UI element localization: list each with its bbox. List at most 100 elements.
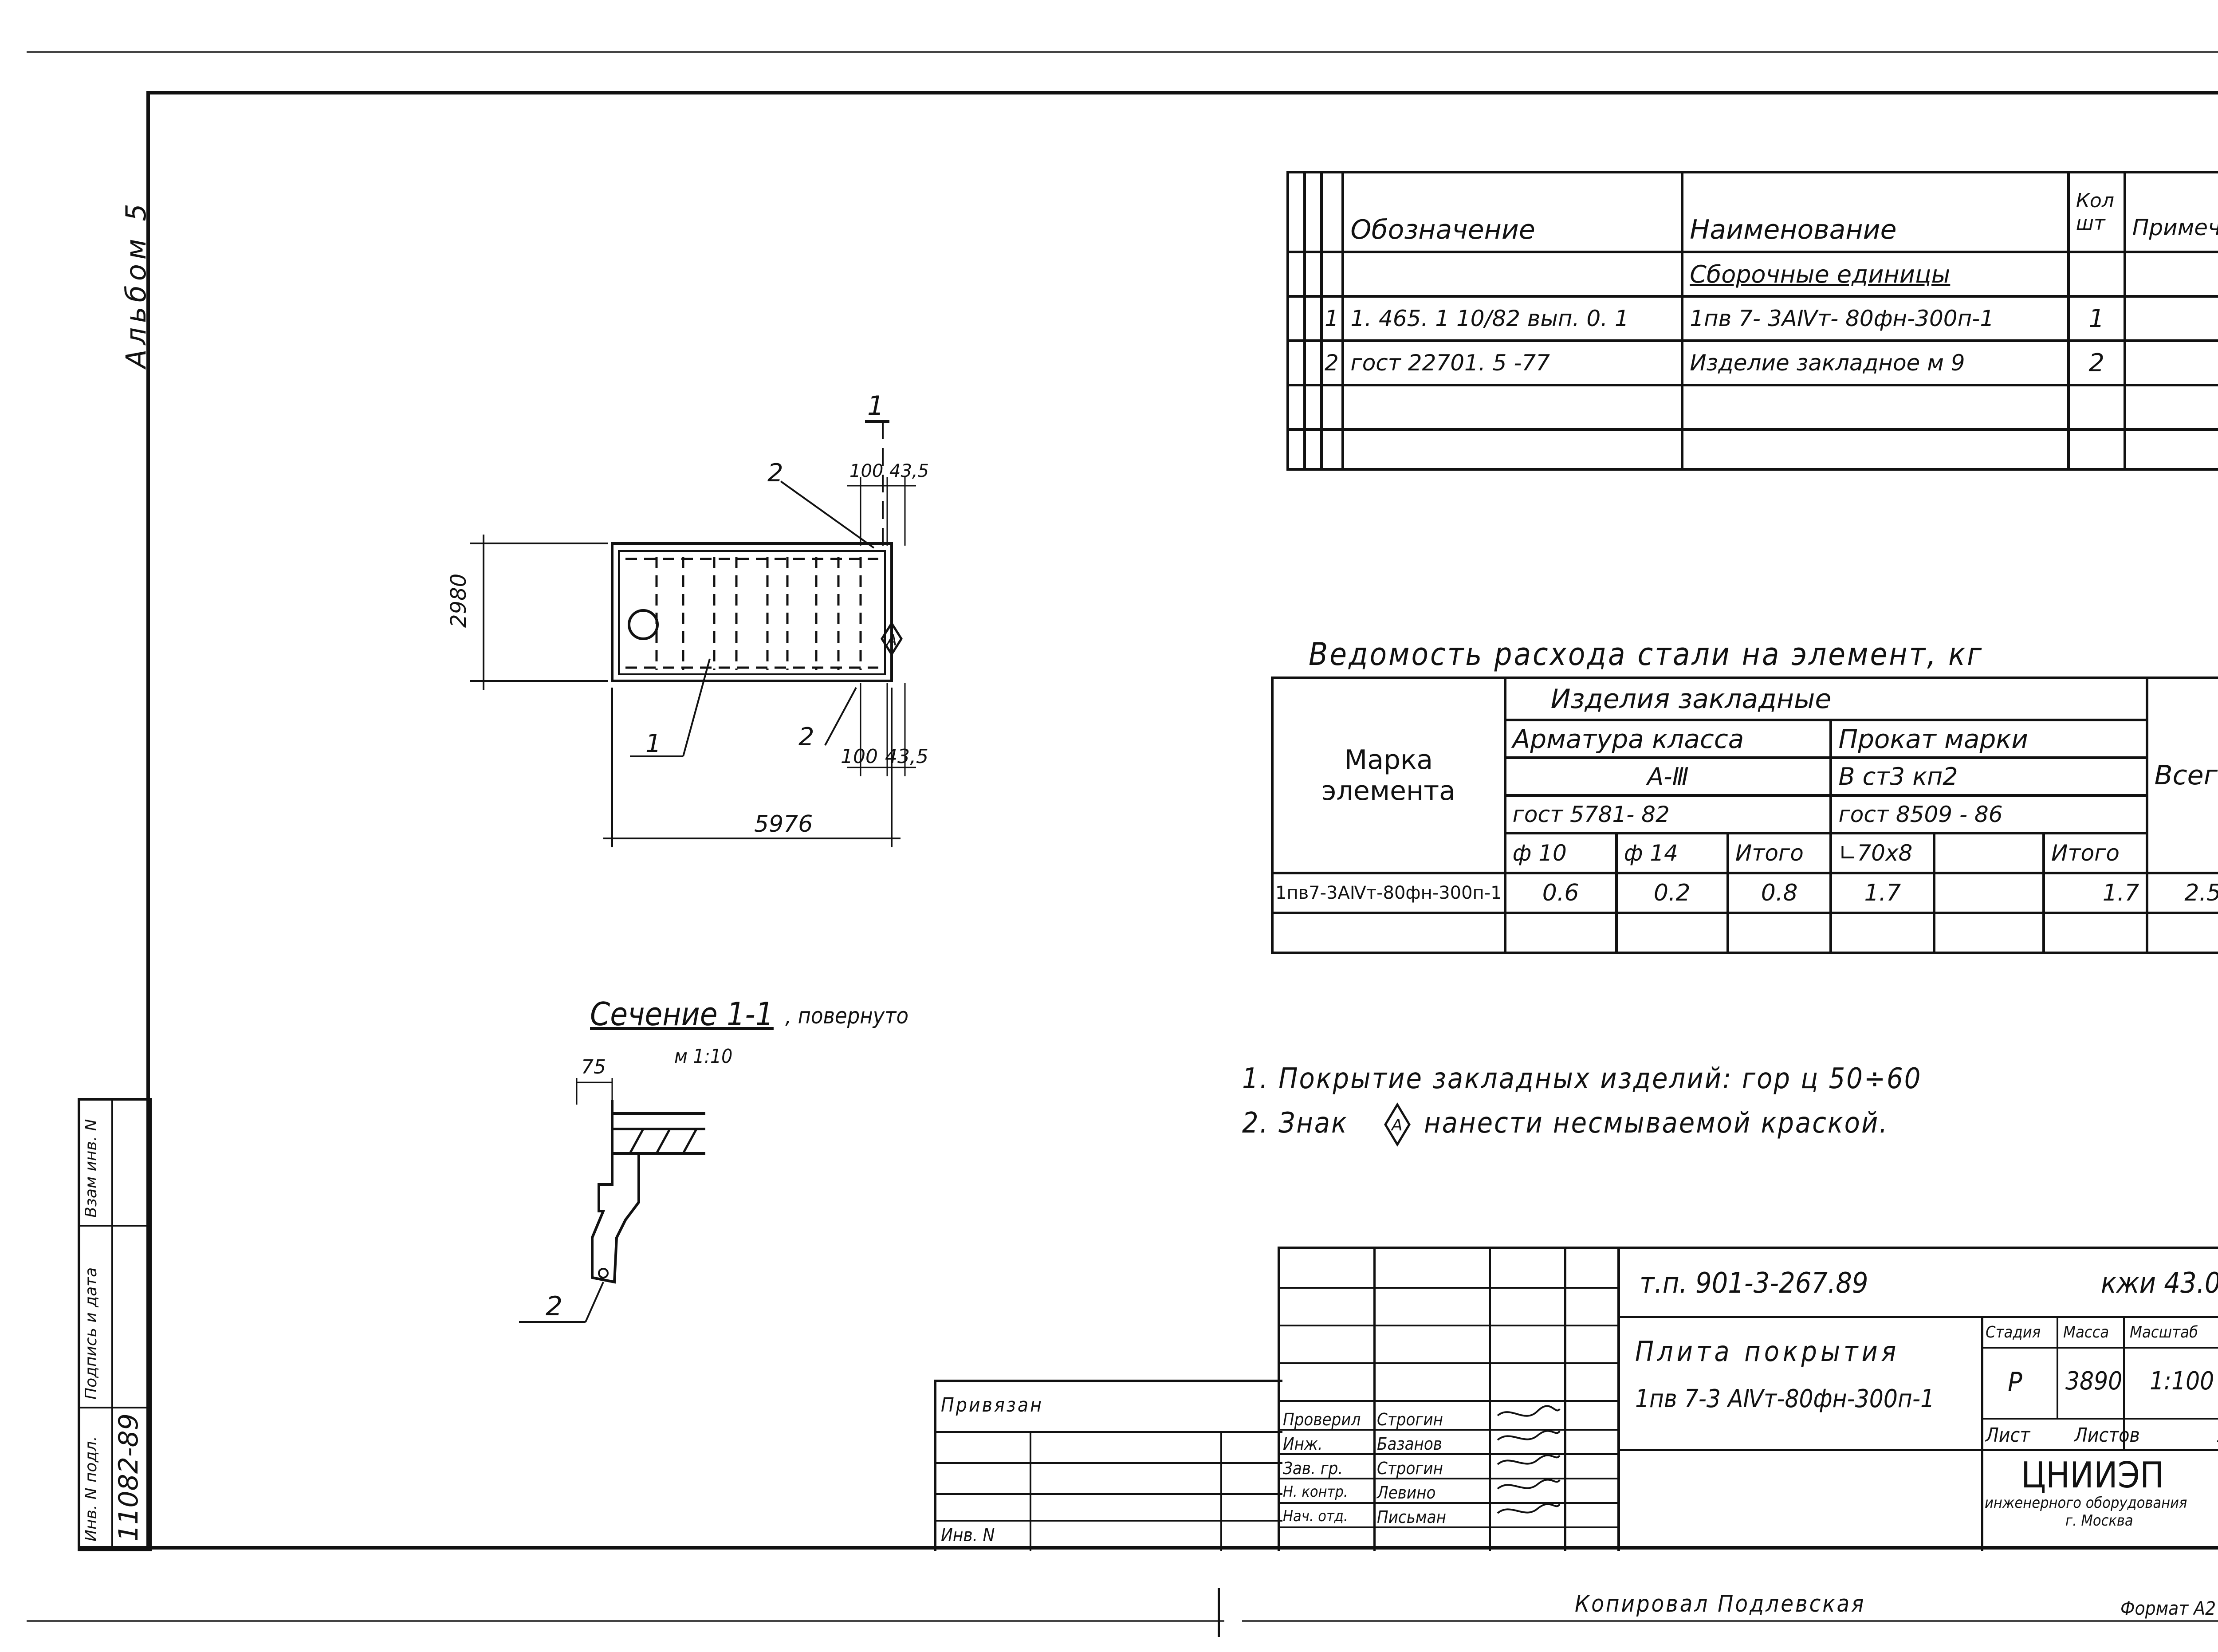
steel-total-header: Всего — [2145, 677, 2218, 874]
tb-person: Базанов — [1377, 1434, 1442, 1454]
tb-city: г. Москва — [2065, 1512, 2133, 1530]
tb-role: Проверил — [1283, 1410, 1361, 1429]
spec-section-title: Сборочные единицы — [1681, 251, 2070, 298]
steel-rolled-header: Прокат марки — [1829, 719, 2148, 759]
tb-role: Инж. — [1283, 1434, 1323, 1454]
footer-format: Формат А2 — [2120, 1597, 2216, 1619]
steel-sub-header: Итого — [1726, 832, 1833, 874]
tb-stage: Р — [2008, 1367, 2022, 1398]
spec-header-designation: Обозначение — [1341, 171, 1684, 253]
side-stamp-inv-value: 11082-89 — [113, 1413, 144, 1542]
side-stamp-replace-inv: Взам инв. N — [82, 1119, 100, 1218]
table-row: 1 1. 465. 1 10/82 вып. 0. 1 1пв 7- 3АⅣт-… — [1286, 295, 2218, 342]
tb-stage-label: Стадия — [1986, 1323, 2041, 1341]
side-stamp-inv-orig: Инв. N подл. — [82, 1436, 100, 1542]
steel-row-value: 0.6 — [1503, 872, 1618, 914]
dim-100-bottom: 100 — [841, 745, 878, 768]
steel-row-mark: 1пв7-3АⅣт-80фн-300п-1 — [1271, 872, 1506, 914]
spec-table: Обозначение Наименование Кол шт Примеч С… — [1286, 171, 2218, 471]
top-edge-line — [27, 51, 2218, 53]
frame-top — [146, 91, 2218, 94]
dim-43-5-bottom: 43,5 — [885, 745, 928, 768]
section-title: Сечение 1-1 — [590, 995, 774, 1033]
dim-43-5-top: 43,5 — [889, 461, 929, 481]
spec-row-designation: гост 22701. 5 -77 — [1341, 339, 1684, 386]
tb-scale: 1:100 — [2150, 1367, 2214, 1396]
tb-scale-label: Масштаб — [2130, 1323, 2198, 1341]
steel-sub-header: ф 10 — [1503, 832, 1618, 874]
tb-title-2: 1пв 7-3 АⅣт-80фн-300п-1 — [1635, 1385, 1935, 1413]
bound-block: Привязан Инв. N — [934, 1380, 1282, 1551]
tb-sheet-label: Лист — [1986, 1424, 2030, 1447]
spec-col-zone — [1303, 171, 1323, 253]
tb-org-sub: инженерного оборудования — [1985, 1494, 2187, 1512]
note-mark-diamond: А — [1384, 1102, 1411, 1147]
tb-title-1: Плита покрытия — [1635, 1335, 1900, 1368]
steel-rebar-gost: гост 5781- 82 — [1503, 794, 1833, 834]
tb-role: Нач. отд. — [1283, 1507, 1348, 1525]
spec-row-name: Изделие закладное м 9 — [1681, 339, 2070, 386]
steel-rolled-gost: гост 8509 - 86 — [1829, 794, 2148, 834]
tb-code: кжи 43.0.0. — [2101, 1267, 2218, 1300]
steel-row-value: 1.7 — [1829, 872, 1936, 914]
tb-person: Письман — [1377, 1507, 1446, 1527]
dim-100-top: 100 — [849, 461, 883, 481]
steel-sub-header — [1933, 832, 2045, 874]
steel-sub-header: ∟70х8 — [1829, 832, 1936, 874]
spec-header-name: Наименование — [1681, 171, 2070, 253]
spec-col-format — [1286, 171, 1306, 253]
note-mark-letter: А — [1391, 1116, 1403, 1134]
table-row: 2 гост 22701. 5 -77 Изделие закладное м … — [1286, 339, 2218, 386]
dim-width: 2980 — [446, 574, 471, 628]
tb-person: Строгин — [1377, 1459, 1443, 1478]
callout-2-top: 2 — [767, 459, 783, 488]
spec-col-pos — [1320, 171, 1345, 253]
footer-tick — [1218, 1588, 1220, 1637]
tb-project: т.п. 901-3-267.89 — [1640, 1267, 1868, 1300]
side-stamp — [78, 1098, 152, 1551]
spec-row-qty: 2 — [2067, 339, 2126, 386]
spec-row-name: 1пв 7- 3АⅣт- 80фн-300п-1 — [1681, 295, 2070, 342]
steel-row-value: 1.7 — [2042, 872, 2148, 914]
steel-products-header: Изделия закладные — [1503, 677, 2148, 721]
spec-row-pos: 2 — [1320, 339, 1345, 386]
section-subtitle: , повернуто — [785, 1003, 909, 1029]
inv-label: Инв. N — [941, 1525, 995, 1546]
tb-person: Левино — [1377, 1483, 1436, 1503]
steel-table: Марка элемента Изделия закладные Всего А… — [1271, 677, 2218, 954]
steel-rebar-class: А-Ⅲ — [1503, 756, 1833, 797]
note-1: 1. Покрытие закладных изделий: гор ц 50÷… — [1242, 1062, 1922, 1095]
section-scale: м 1:10 — [674, 1045, 733, 1068]
steel-sub-header: ф 14 — [1615, 832, 1729, 874]
tb-mass: 3890 — [2065, 1367, 2123, 1396]
spec-header-qty: Кол шт — [2067, 171, 2126, 253]
section-drawing: 75 2 — [519, 1056, 705, 1323]
steel-table-title: Ведомость расхода стали на элемент, кг — [1309, 636, 1984, 673]
frame-bottom — [78, 1546, 2218, 1550]
steel-row-value: 0.2 — [1615, 872, 1729, 914]
steel-row-value — [1933, 872, 2045, 914]
tb-sheets: 1 — [2216, 1426, 2218, 1445]
hole-circle — [628, 609, 659, 640]
steel-rolled-grade: В ст3 кп2 — [1829, 756, 2148, 797]
steel-row-total: 2.5 — [2145, 872, 2218, 914]
tb-mass-label: Масса — [2063, 1323, 2109, 1341]
section-mark: 1 — [867, 390, 884, 421]
tb-sheets-label: Листов — [2074, 1424, 2140, 1447]
plan-drawing: 1 100 43,5 2 2980 1 2 100 43,5 5976 А — [446, 390, 929, 847]
callout-1: 1 — [645, 729, 661, 758]
spec-row-pos: 1 — [1320, 295, 1345, 342]
note-2-tail: нанести несмываемой краской. — [1424, 1107, 1889, 1140]
note-2: 2. Знак — [1242, 1107, 1348, 1140]
steel-rebar-header: Арматура класса — [1503, 719, 1833, 759]
steel-sub-header: Итого — [2042, 832, 2148, 874]
section-callout-2: 2 — [546, 1291, 562, 1322]
spec-row-qty: 1 — [2067, 295, 2126, 342]
steel-row-value: 0.8 — [1726, 872, 1833, 914]
spec-row-designation: 1. 465. 1 10/82 вып. 0. 1 — [1341, 295, 1684, 342]
side-stamp-sign-date: Подпись и дата — [82, 1267, 100, 1400]
signatures — [1497, 1405, 1561, 1514]
footer-line — [27, 1620, 1224, 1622]
footer-line-right — [1242, 1620, 2218, 1622]
